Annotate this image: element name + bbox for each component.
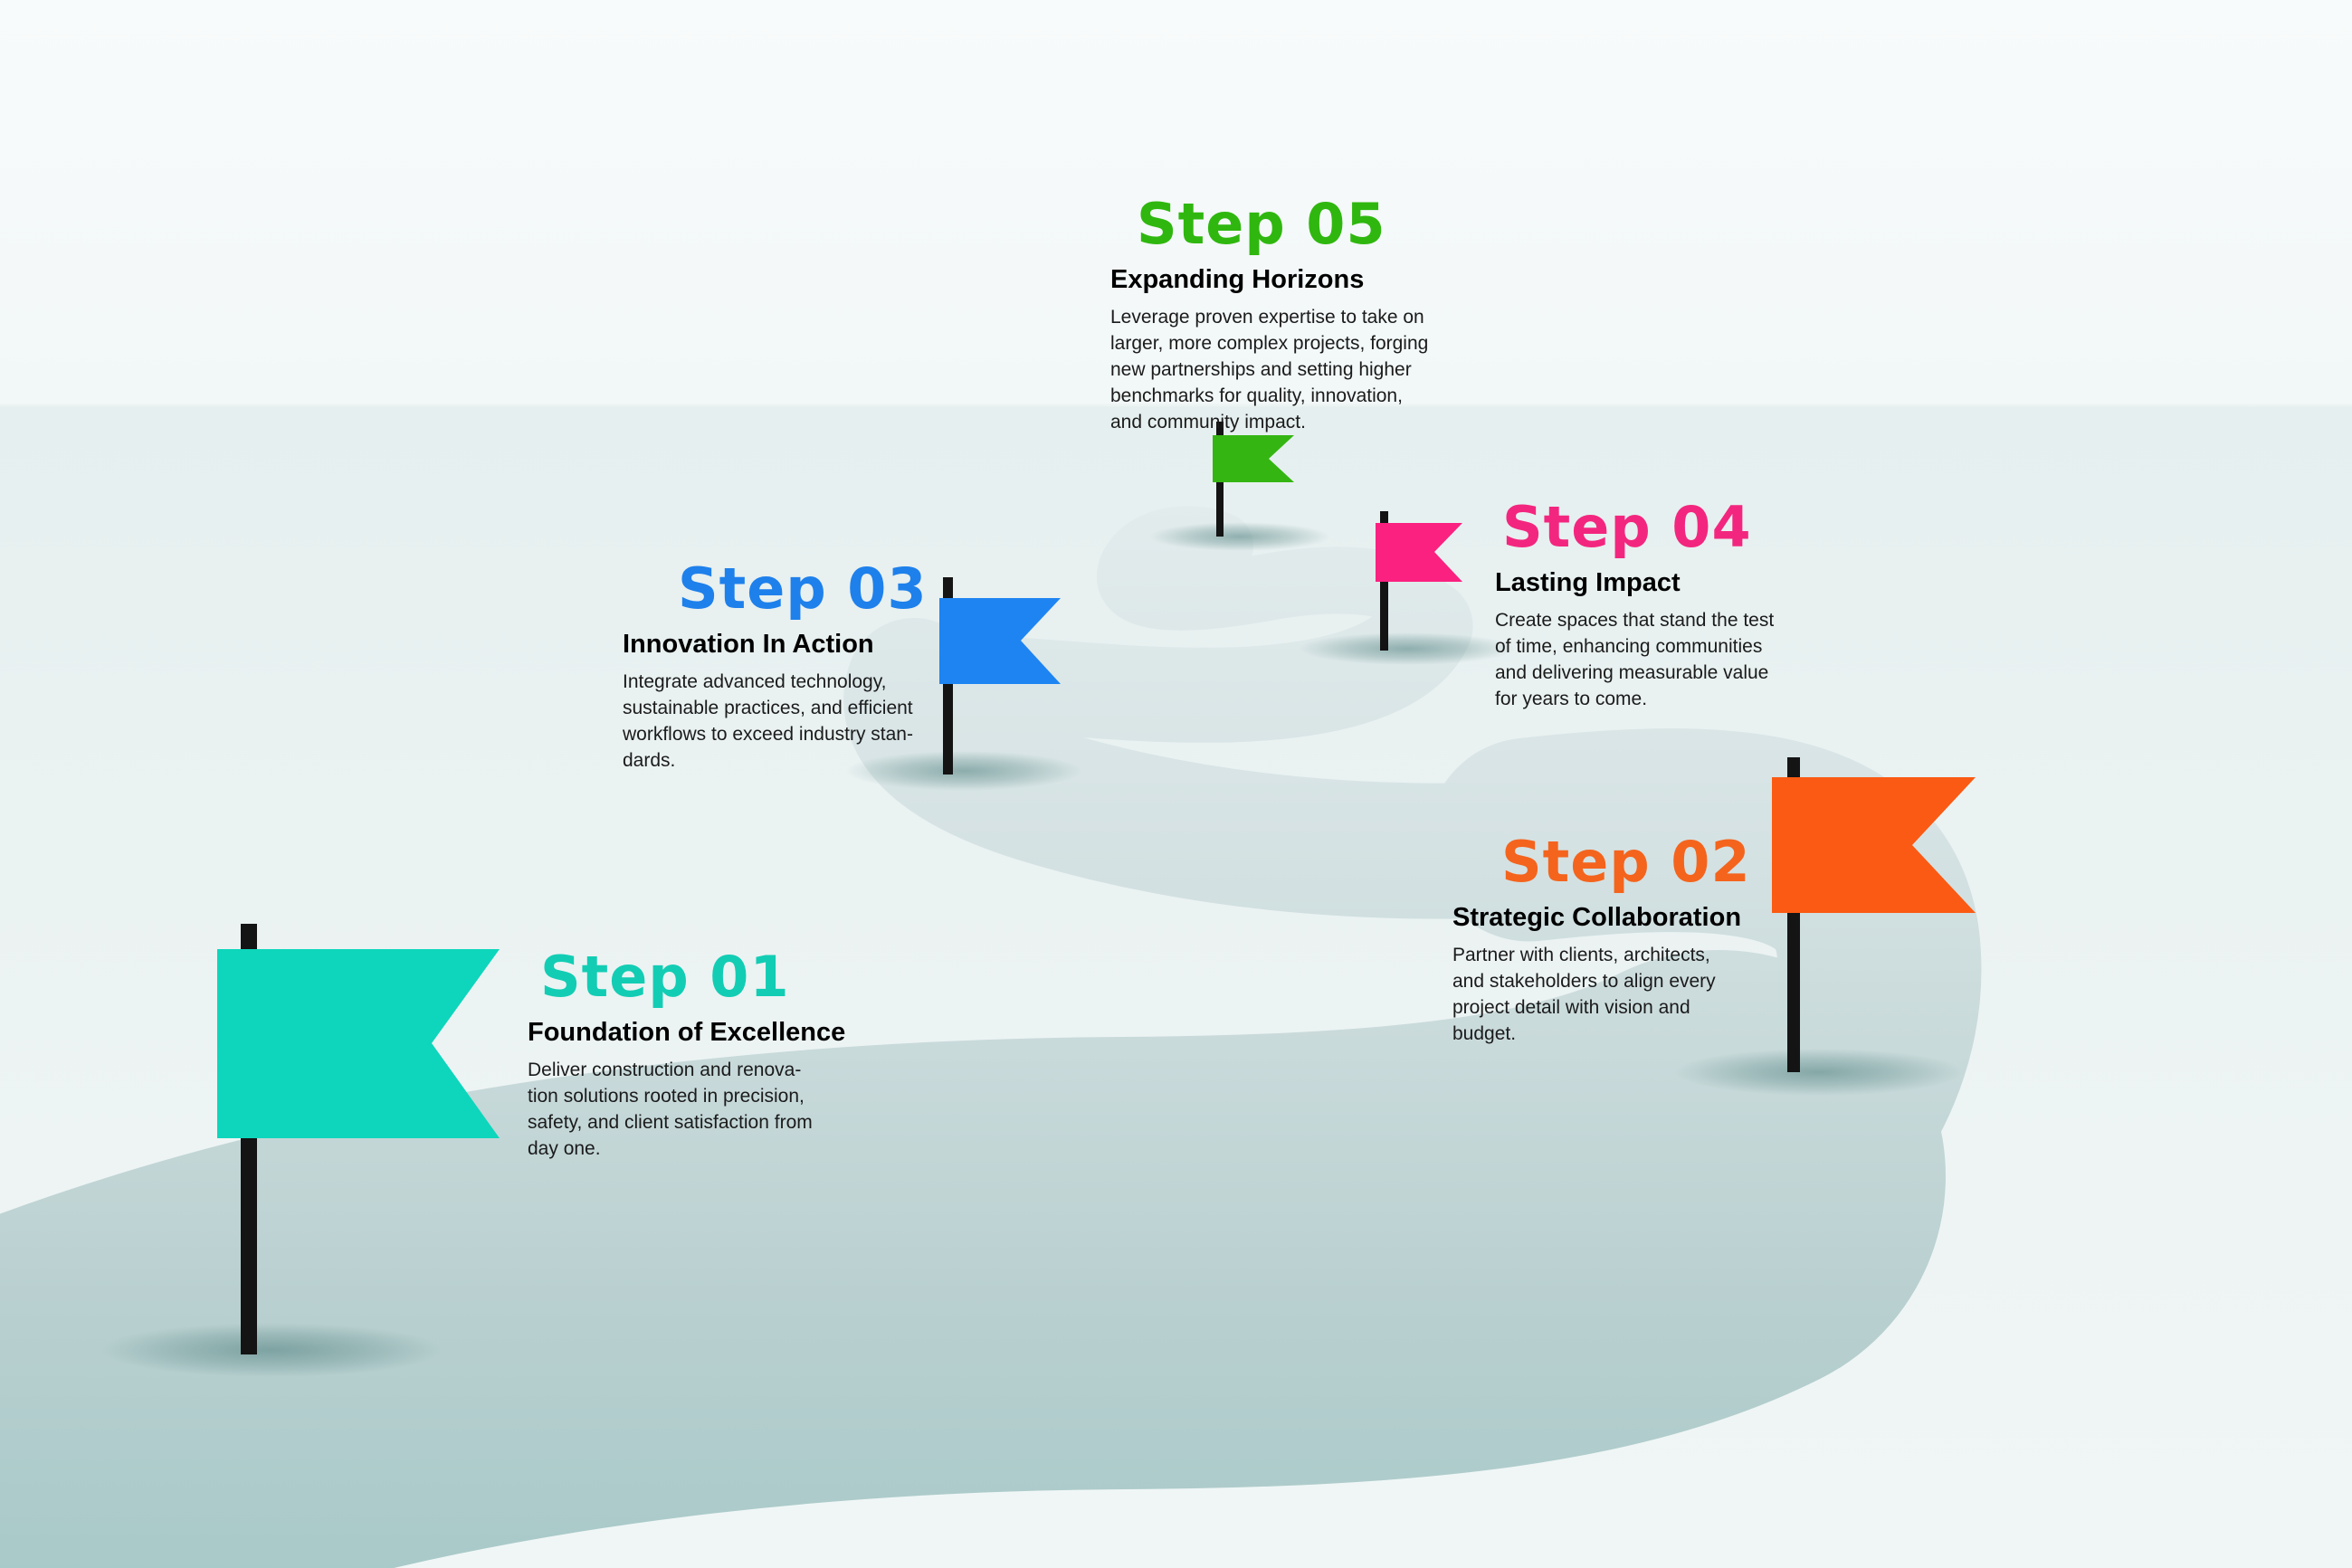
flag-step-05-icon xyxy=(1213,435,1294,482)
flag-shadow-step-05 xyxy=(1149,522,1330,551)
step-03-label: Step 03 xyxy=(678,556,928,622)
flag-step-04 xyxy=(1376,511,1462,651)
flag-shadow-step-01 xyxy=(100,1323,443,1377)
step-04-label: Step 04 xyxy=(1502,494,1752,560)
flag-step-03 xyxy=(939,577,1061,774)
step-02-block: Step 02 Strategic Collaboration Partner … xyxy=(1452,834,1751,1047)
step-05-label: Step 05 xyxy=(1137,191,1386,257)
flag-step-01 xyxy=(217,924,500,1354)
road-segment-mouth xyxy=(0,950,1946,1568)
flag-step-03-icon xyxy=(939,598,1061,684)
flag-shadow-step-03 xyxy=(846,751,1081,791)
flag-step-02-icon xyxy=(1772,777,1976,913)
step-03-description: Integrate advanced technology, sustainab… xyxy=(623,671,913,772)
step-02-description: Partner with clients, architects, and st… xyxy=(1452,945,1716,1045)
flag-step-02 xyxy=(1772,757,1976,1072)
step-04-title: Lasting Impact xyxy=(1495,568,1681,597)
road-segment-right-bend xyxy=(1427,728,1982,1360)
step-05-block: Step 05 Expanding Horizons Leverage prov… xyxy=(1110,196,1428,435)
step-01-description: Deliver construction and renova- tion so… xyxy=(528,1060,813,1160)
step-03-block: Step 03 Innovation In Action Integrate a… xyxy=(623,561,928,774)
flag-step-05 xyxy=(1213,422,1294,537)
step-05-description: Leverage proven expertise to take on lar… xyxy=(1110,307,1429,433)
flag-shadow-step-02 xyxy=(1674,1049,1964,1096)
step-04-description: Create spaces that stand the test of tim… xyxy=(1495,610,1775,710)
step-01-block: Step 01 Foundation of Excellence Deliver… xyxy=(528,949,845,1162)
step-01-title: Foundation of Excellence xyxy=(528,1018,846,1047)
flag-step-01-icon xyxy=(217,949,500,1138)
flag-shadow-step-04 xyxy=(1299,632,1516,665)
step-05-title: Expanding Horizons xyxy=(1110,265,1365,294)
step-02-label: Step 02 xyxy=(1501,829,1751,895)
step-03-title: Innovation In Action xyxy=(623,630,874,659)
step-01-label: Step 01 xyxy=(540,944,790,1010)
step-04-block: Step 04 Lasting Impact Create spaces tha… xyxy=(1495,499,1774,712)
step-02-title: Strategic Collaboration xyxy=(1452,903,1742,932)
flag-step-04-icon xyxy=(1376,523,1462,582)
